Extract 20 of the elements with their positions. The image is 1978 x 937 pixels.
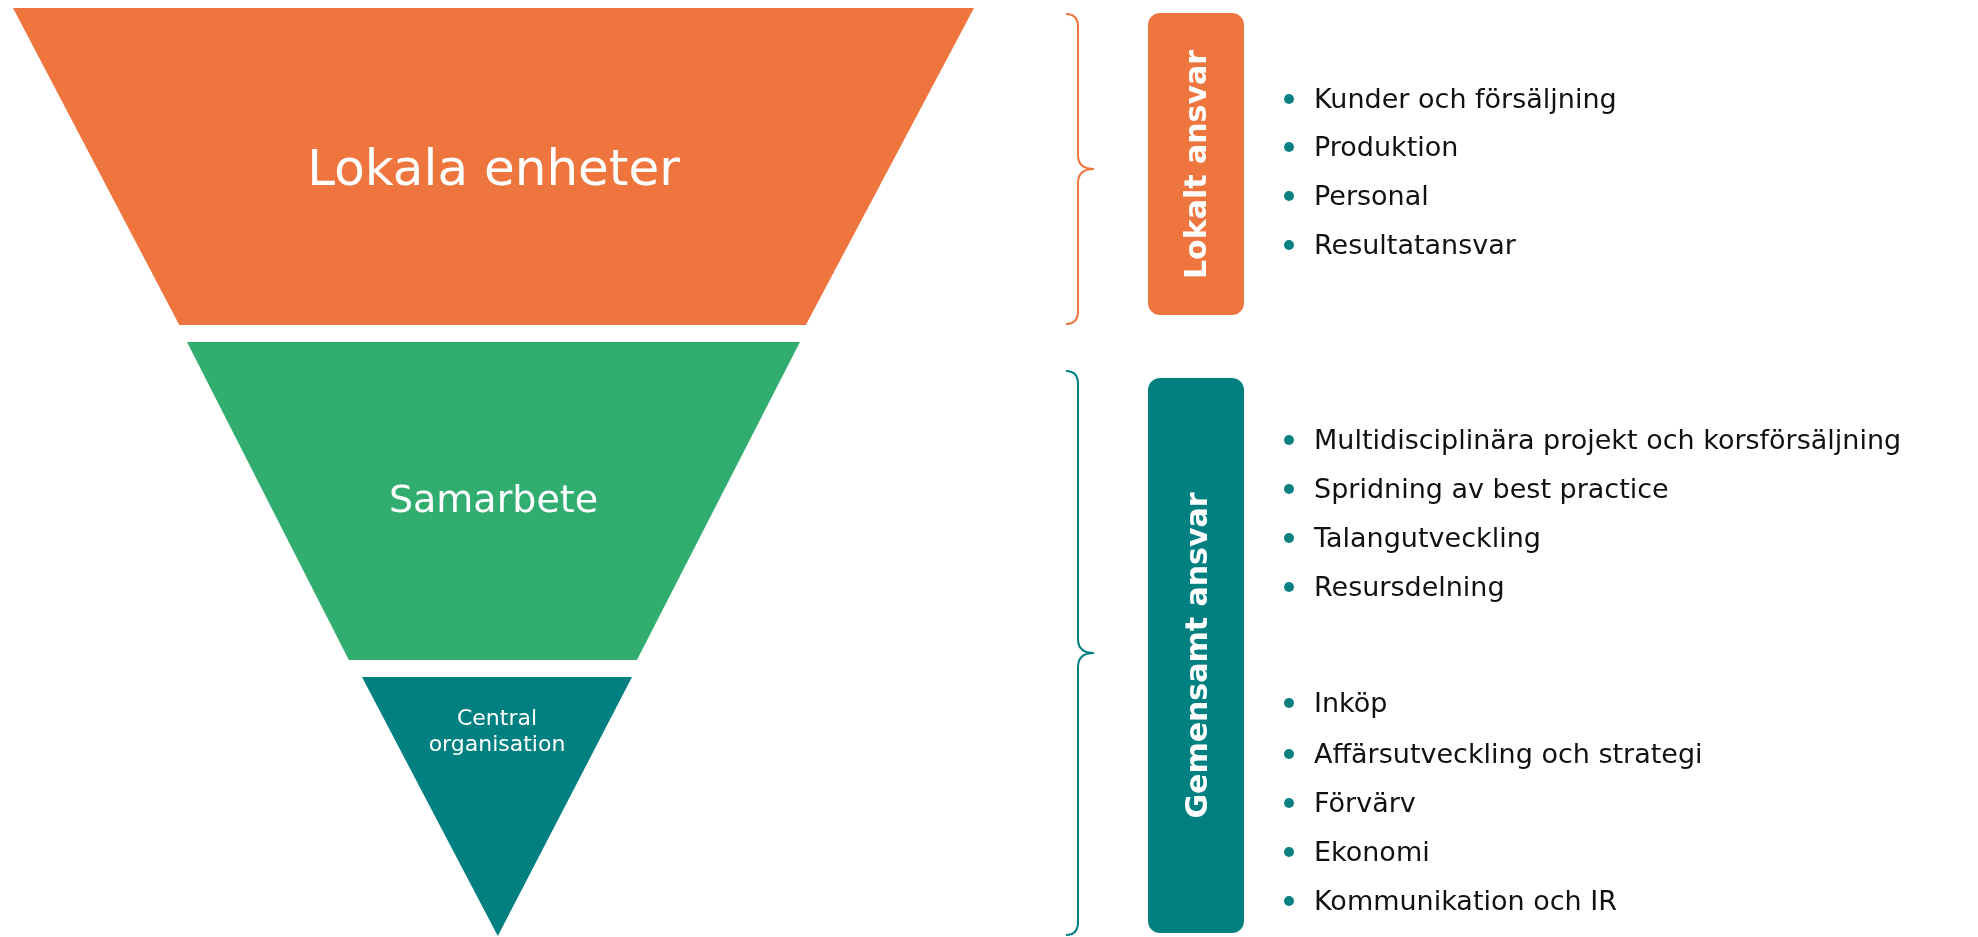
bullet-text: Affärsutveckling och strategi [1314, 738, 1703, 769]
bullet-text: Resultatansvar [1314, 229, 1516, 260]
bullet-text: Multidisciplinära projekt och korsförsäljning [1314, 424, 1902, 455]
bullet-text: Spridning av best practice [1314, 473, 1669, 504]
bullet-text: Personal [1314, 180, 1429, 211]
level-label: Lokala enheter [306, 138, 681, 198]
responsibility-label: Lokalt ansvar [1178, 49, 1214, 279]
responsibility-label: Gemensamt ansvar [1178, 492, 1214, 819]
vertical-label-box [1148, 13, 1244, 315]
level-label: Central organisation [427, 705, 567, 758]
bullet-text: Kommunikation och IR [1314, 885, 1617, 916]
level-label: Samarbete [387, 477, 600, 523]
bullet-text: Produktion [1314, 131, 1459, 162]
bullet-text: Inköp [1314, 687, 1388, 718]
bullet-text: Kunder och försäljning [1314, 83, 1617, 114]
bullet-text: Resursdelning [1314, 571, 1505, 602]
bullet-text: Ekonomi [1314, 836, 1430, 867]
bullet-text: Talangutveckling [1314, 522, 1541, 553]
vertical-label-box [1148, 378, 1244, 933]
bullet-text: Förvärv [1314, 787, 1416, 818]
